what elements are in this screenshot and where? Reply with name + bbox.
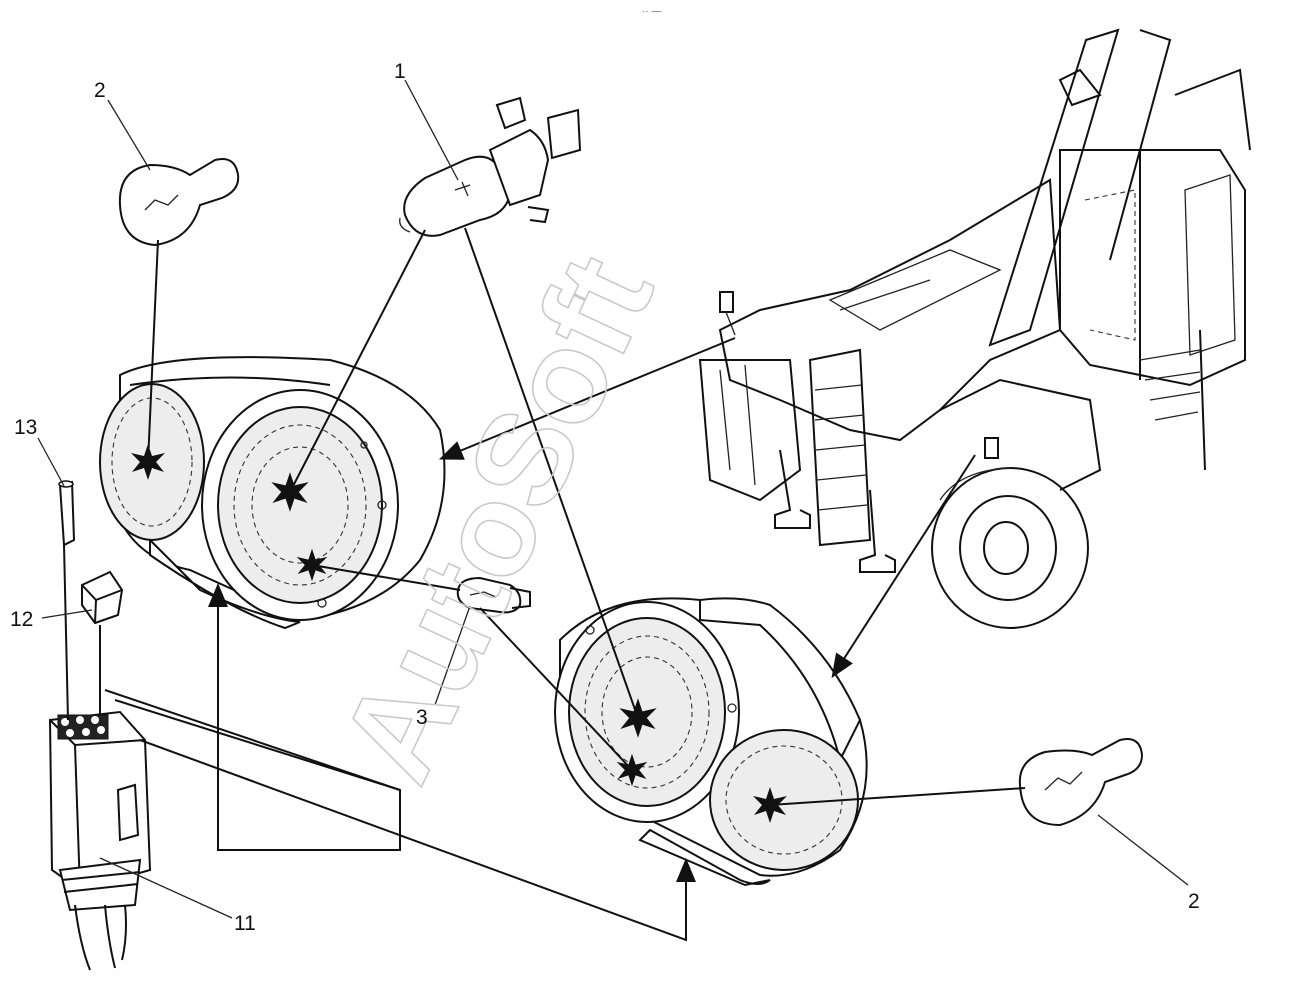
bulb-2-left-illustration	[118, 158, 240, 247]
callout-2-left: 2	[94, 79, 106, 102]
right-headlamp-assembly	[554, 597, 868, 887]
callout-3: 3	[416, 706, 428, 729]
terminal-13-illustration	[58, 480, 101, 721]
leader-lines	[37, 79, 1189, 942]
left-headlamp-assembly	[99, 356, 446, 630]
h4-bulb-illustration	[399, 96, 582, 237]
bulb-3-illustration	[456, 576, 531, 614]
callout-1: 1	[394, 60, 406, 83]
header-mark: ·· —	[642, 6, 661, 17]
cover-12-illustration	[81, 570, 124, 625]
callout-13: 13	[14, 416, 37, 439]
connector-11-illustration	[48, 710, 152, 971]
vehicle-illustration	[698, 28, 1251, 629]
callout-12: 12	[10, 608, 33, 631]
bulb-2-right-illustration	[1018, 738, 1144, 827]
callout-2-right: 2	[1188, 890, 1200, 913]
callout-11: 11	[234, 912, 256, 935]
